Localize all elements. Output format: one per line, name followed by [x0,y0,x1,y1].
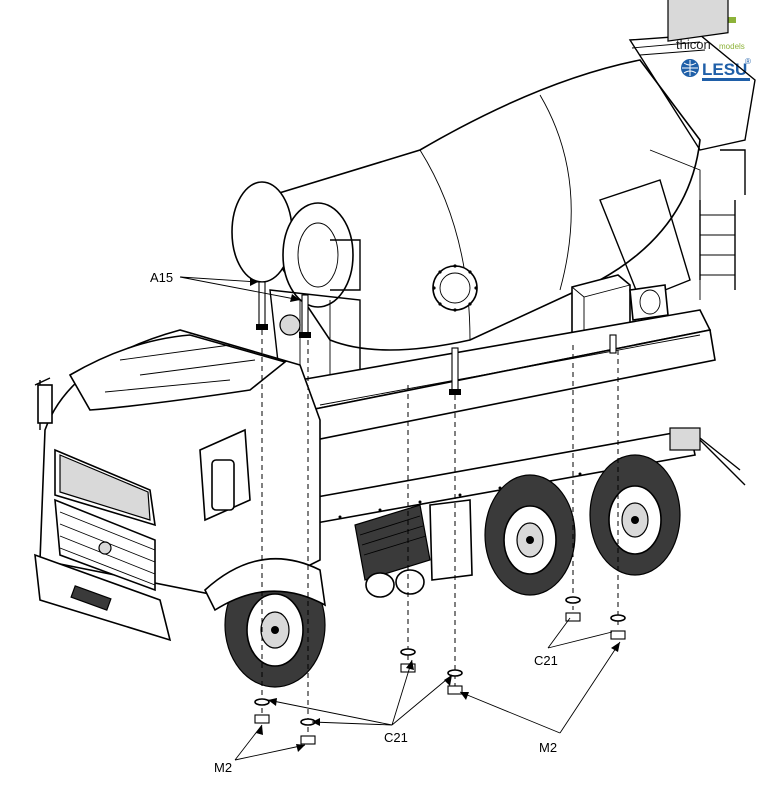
mixer-drum [231,59,701,351]
thicon-sub-label: models [719,42,745,51]
drum-hatch-bolts [432,264,478,312]
lesu-wordmark: LESU [702,60,747,79]
callout-c21-top: C21 [534,653,558,668]
rear-wheel-1 [484,474,576,596]
lesu-globe-icon [681,59,699,77]
rear-wheel-2 [589,454,681,576]
lesu-underline [702,78,750,81]
callout-c21-bottom: C21 [384,730,408,745]
lesu-registered-mark: ® [745,57,751,66]
alignment-lines [261,330,619,740]
leader-lines [179,276,621,761]
drum-front-support [269,289,361,381]
a15-bolts [256,281,617,395]
callout-a15: A15 [150,270,173,285]
chassis-frame [298,309,746,526]
front-emblem-icon [98,541,112,555]
thicon-wordmark: thicon [676,37,711,52]
callout-m2-left: M2 [214,760,232,775]
side-equipment [354,499,473,598]
front-fender [204,558,327,612]
truck-cab [34,329,321,642]
callout-m2-right: M2 [539,740,557,755]
rear-platform-ladder [599,0,756,301]
